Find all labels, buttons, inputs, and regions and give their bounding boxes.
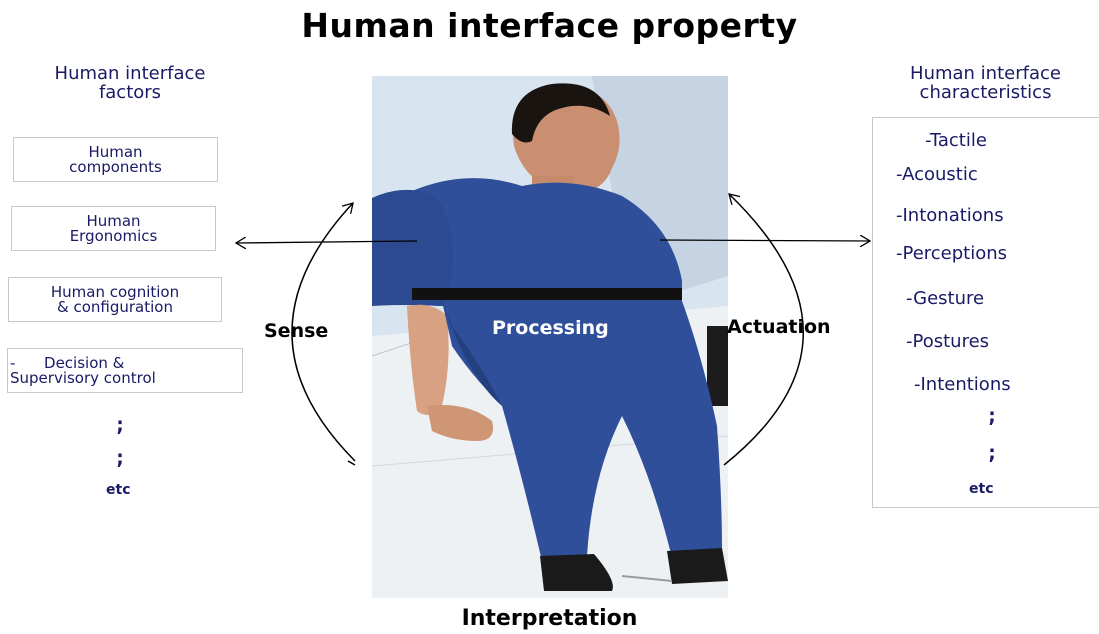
characteristics-dot-1: ; xyxy=(986,403,999,427)
human-figure-image xyxy=(372,76,728,598)
factors-heading: Human interface factors xyxy=(5,64,255,102)
factor-box-line2: & configuration xyxy=(57,297,173,316)
actuation-label: Actuation xyxy=(727,316,831,338)
characteristic-item: -Intonations xyxy=(896,205,1004,226)
characteristics-heading-line2: characteristics xyxy=(919,82,1052,103)
characteristic-item: -Intentions xyxy=(914,374,1011,395)
factors-dot-1: ; xyxy=(114,412,127,436)
characteristic-item: -Acoustic xyxy=(896,164,978,185)
characteristic-item: -Tactile xyxy=(925,130,987,151)
factor-box-line1: - Decision & xyxy=(10,353,125,372)
factors-dot-2: ; xyxy=(114,445,127,469)
factor-box-line2: components xyxy=(69,157,162,176)
factor-box-line1: Human xyxy=(88,142,143,161)
characteristic-item: -Gesture xyxy=(906,288,985,309)
factor-box-cognition: Human cognition & configuration xyxy=(8,277,222,322)
characteristic-item: -Postures xyxy=(906,331,990,352)
factor-box-components: Human components xyxy=(13,137,218,182)
factors-heading-line2: factors xyxy=(98,82,162,103)
characteristics-dot-2: ; xyxy=(986,440,999,464)
characteristics-panel xyxy=(872,117,1099,508)
processing-label: Processing xyxy=(492,317,609,339)
factor-box-line1: Human xyxy=(86,211,141,230)
factor-box-line2: Ergonomics xyxy=(69,226,158,245)
sense-label: Sense xyxy=(264,320,329,342)
factor-box-ergonomics: Human Ergonomics xyxy=(11,206,216,251)
characteristics-heading: Human interface characteristics xyxy=(878,64,1093,102)
factor-box-decision: - Decision & Supervisory control xyxy=(7,348,243,393)
characteristics-etc: etc xyxy=(969,481,994,497)
interpretation-label: Interpretation xyxy=(461,606,638,631)
characteristic-item: -Perceptions xyxy=(896,243,1008,264)
factor-box-line2: Supervisory control xyxy=(10,368,156,387)
diagram-title: Human interface property xyxy=(301,6,798,45)
factor-box-line1: Human cognition xyxy=(50,282,180,301)
factors-etc: etc xyxy=(106,482,131,498)
characteristics-heading-line1: Human interface xyxy=(910,63,1061,84)
factors-heading-line1: Human interface xyxy=(54,63,206,84)
